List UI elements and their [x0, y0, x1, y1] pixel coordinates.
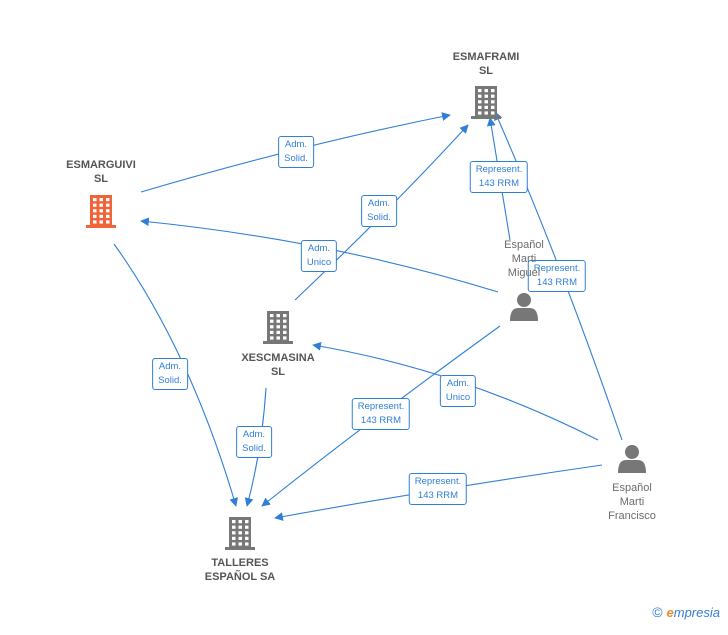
node-label-talleres[interactable]: TALLERES ESPAÑOL SA: [204, 557, 276, 583]
node-label-xescmasina[interactable]: XESCMASINA SL: [241, 352, 315, 378]
copyright-symbol: ©: [652, 604, 663, 620]
edge-label-xescmasina-to-talleres[interactable]: Adm. Solid.: [236, 426, 272, 458]
edge-label-esmarguivi-to-talleres[interactable]: Adm. Solid.: [152, 358, 188, 390]
node-label-esmarguivi[interactable]: ESMARGUIVI SL: [66, 159, 136, 185]
node-xescmasina-building-icon[interactable]: [263, 311, 293, 344]
brand-logo: empresia: [666, 604, 720, 620]
node-miguel-person-icon[interactable]: [510, 293, 538, 321]
edge-label-miguel-to-talleres[interactable]: Represent. 143 RRM: [351, 398, 411, 430]
node-francisco-person-icon[interactable]: [618, 445, 646, 473]
edge-label-francisco-to-esmaframi[interactable]: Represent. 143 RRM: [527, 260, 587, 292]
edge-label-miguel-to-esmarguivi[interactable]: Adm. Unico: [300, 240, 338, 272]
edge-label-xescmasina-to-esmaframi[interactable]: Adm. Solid.: [361, 195, 397, 227]
edge-label-miguel-to-esmaframi[interactable]: Represent. 143 RRM: [469, 161, 529, 193]
edge-label-francisco-to-xescmasina[interactable]: Adm. Unico: [439, 375, 477, 407]
node-label-francisco[interactable]: Español Marti Francisco: [608, 482, 656, 522]
node-esmarguivi-building-icon[interactable]: [86, 195, 116, 228]
node-esmaframi-building-icon[interactable]: [471, 86, 501, 119]
node-talleres-building-icon[interactable]: [225, 517, 255, 550]
footer-brand: © empresia: [652, 604, 720, 620]
node-label-esmaframi[interactable]: ESMAFRAMI SL: [452, 51, 520, 77]
node-label-miguel[interactable]: Español Marti Miguel: [504, 239, 544, 279]
edge-label-esmarguivi-to-esmaframi[interactable]: Adm. Solid.: [278, 136, 314, 168]
edge-label-francisco-to-talleres[interactable]: Represent. 143 RRM: [408, 473, 468, 505]
